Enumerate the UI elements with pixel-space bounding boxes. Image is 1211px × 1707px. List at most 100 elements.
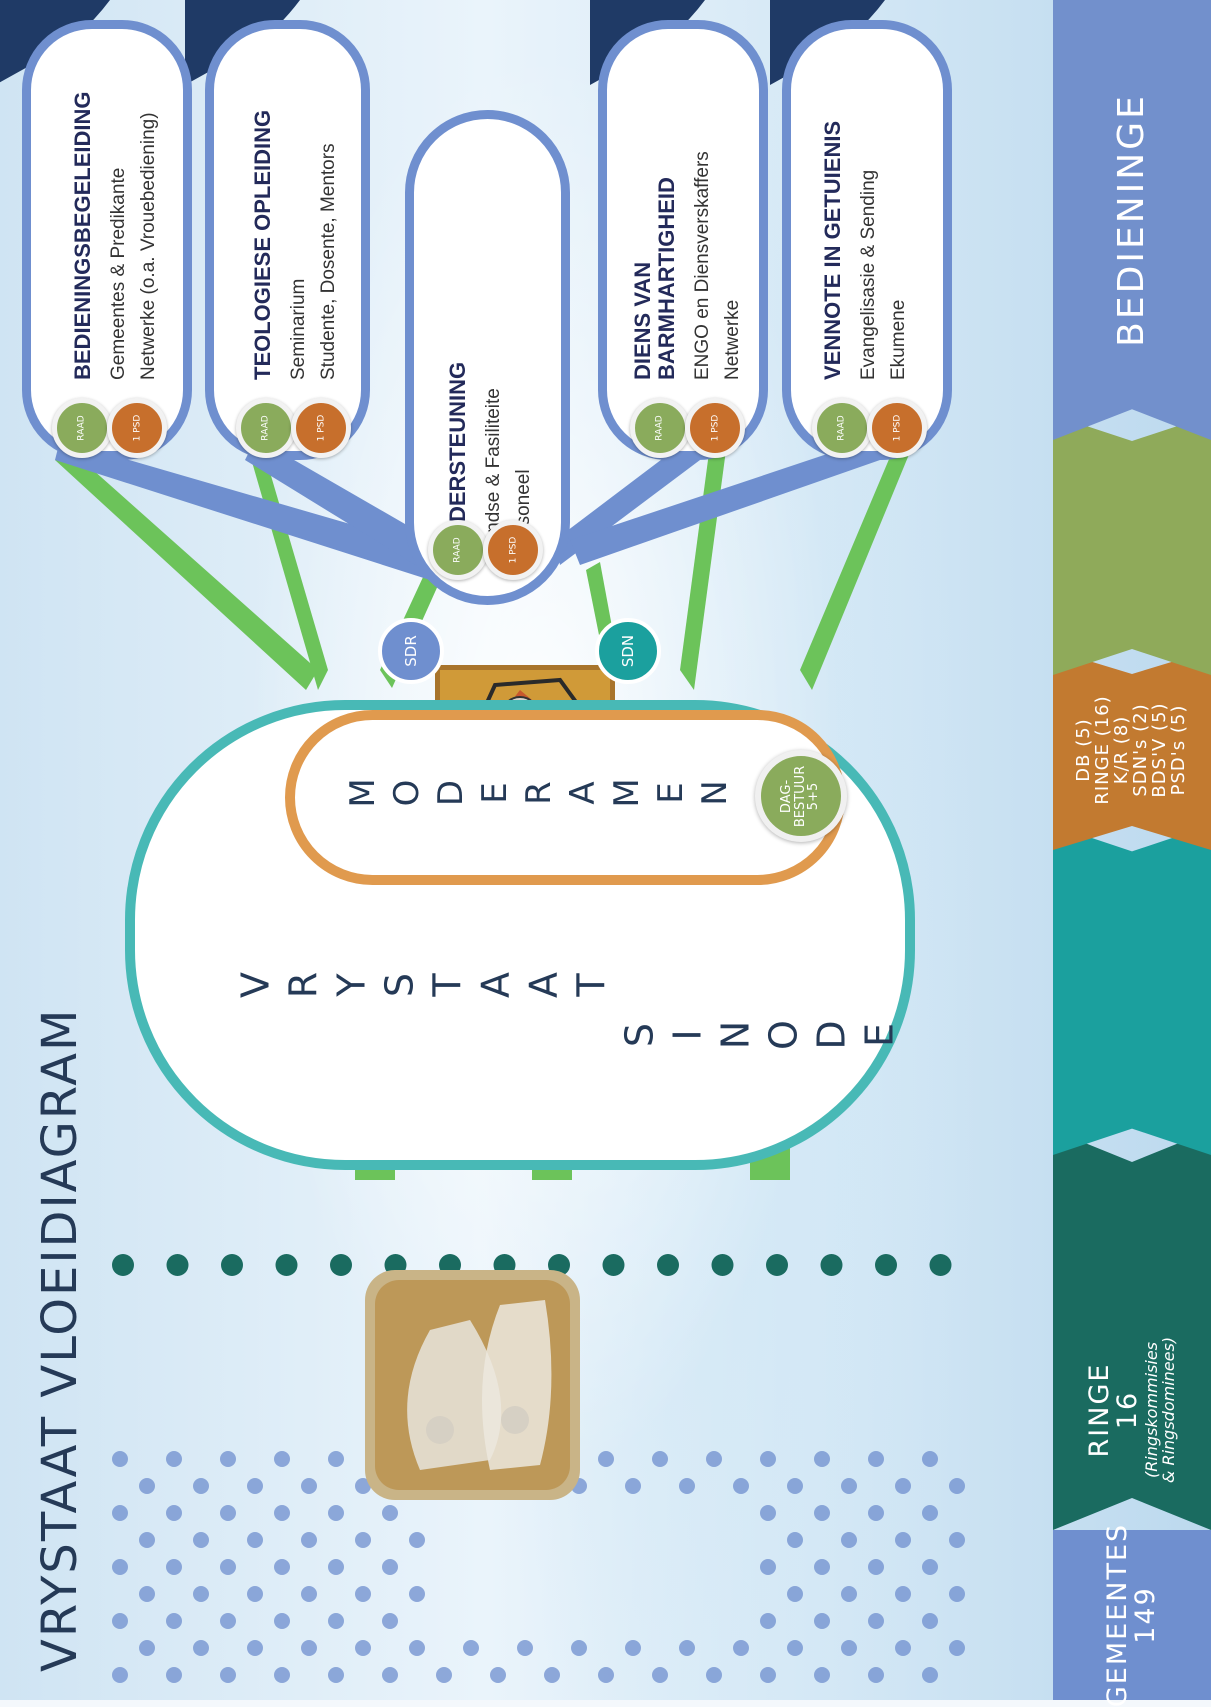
badge-label: RAAD bbox=[452, 537, 463, 563]
ministry-line-2: Netwerke bbox=[722, 300, 743, 380]
gemeente-dot bbox=[949, 1532, 965, 1548]
ring-dot bbox=[275, 1254, 298, 1276]
sinode-letter: T bbox=[569, 973, 613, 998]
gemeente-dot bbox=[409, 1640, 425, 1656]
gemeente-dot bbox=[814, 1451, 830, 1467]
ministry-heading: VENNOTE IN GETUIENIS bbox=[820, 121, 845, 380]
gemeente-dot bbox=[922, 1667, 938, 1683]
gemeente-dot bbox=[382, 1559, 398, 1575]
gemeente-dot bbox=[301, 1478, 317, 1494]
sinode-letter: D bbox=[809, 1020, 853, 1049]
gemeente-dot bbox=[895, 1532, 911, 1548]
gemeente-dot bbox=[139, 1640, 155, 1656]
gemeentes-artwork bbox=[365, 1270, 580, 1500]
gemeente-dot bbox=[328, 1559, 344, 1575]
gemeente-dot bbox=[328, 1613, 344, 1629]
gemeente-dot bbox=[220, 1613, 236, 1629]
sdr-circle-label: SDR bbox=[402, 635, 420, 667]
sinode-letter: E bbox=[857, 1023, 901, 1047]
gemeente-dot bbox=[868, 1667, 884, 1683]
badge-label: RAAD bbox=[76, 415, 87, 441]
gemeente-dot bbox=[814, 1505, 830, 1521]
ministry-line-2: Ekumene bbox=[888, 300, 909, 380]
badge-label: 1 PSD bbox=[315, 414, 326, 442]
gemeente-dot bbox=[598, 1451, 614, 1467]
gemeente-dot bbox=[409, 1532, 425, 1548]
gemeente-dot bbox=[328, 1667, 344, 1683]
gemeente-dot bbox=[571, 1640, 587, 1656]
ring-dot bbox=[602, 1254, 625, 1276]
sinode-letter: S bbox=[377, 973, 421, 997]
gemeente-dot bbox=[787, 1532, 803, 1548]
gemeente-dot bbox=[193, 1532, 209, 1548]
sinode-letter: Y bbox=[329, 973, 373, 998]
gemeente-dot bbox=[652, 1451, 668, 1467]
sinode-letter: N bbox=[713, 1021, 757, 1049]
gemeente-dot bbox=[166, 1613, 182, 1629]
blue-connectors bbox=[55, 438, 880, 580]
sinode-letter: S bbox=[617, 1023, 661, 1047]
sinode-letter: V bbox=[233, 972, 277, 998]
gemeente-dot bbox=[220, 1451, 236, 1467]
gemeente-dot bbox=[544, 1667, 560, 1683]
gemeente-dot bbox=[355, 1532, 371, 1548]
gemeente-dot bbox=[760, 1613, 776, 1629]
moderamen-letter: N bbox=[695, 780, 735, 805]
psd-badge: 1 PSD bbox=[107, 398, 167, 458]
moderamen-letter: A bbox=[563, 781, 603, 804]
gemeente-dot bbox=[706, 1451, 722, 1467]
gemeente-dot bbox=[247, 1478, 263, 1494]
gemeente-dot bbox=[733, 1640, 749, 1656]
psd-badge: 1 PSD bbox=[483, 520, 543, 580]
gemeente-dot bbox=[949, 1640, 965, 1656]
raad-badge: RAAD bbox=[812, 398, 872, 458]
ministry-line-1: Fondse & Fasiliteite bbox=[483, 388, 504, 555]
moderamen-letter: E bbox=[475, 782, 515, 803]
gemeente-dot bbox=[355, 1640, 371, 1656]
gemeente-dot bbox=[490, 1667, 506, 1683]
gemeente-dot bbox=[220, 1667, 236, 1683]
gemeente-dot bbox=[517, 1640, 533, 1656]
gemeente-dot bbox=[139, 1532, 155, 1548]
badge-label: 1 PSD bbox=[891, 414, 902, 442]
gemeente-dot bbox=[841, 1640, 857, 1656]
gemeente-dot bbox=[787, 1478, 803, 1494]
gemeente-dot bbox=[166, 1559, 182, 1575]
sinode-letter: T bbox=[425, 973, 469, 998]
gemeente-dot bbox=[652, 1667, 668, 1683]
raad-badge: RAAD bbox=[428, 520, 488, 580]
moderamen-letter: E bbox=[651, 782, 691, 803]
psd-badge: 1 PSD bbox=[291, 398, 351, 458]
gemeente-dot bbox=[814, 1559, 830, 1575]
gemeente-dot bbox=[598, 1667, 614, 1683]
gemeente-dot bbox=[760, 1559, 776, 1575]
gemeente-dot bbox=[112, 1505, 128, 1521]
gemeente-dot bbox=[112, 1559, 128, 1575]
gemeente-dot bbox=[760, 1451, 776, 1467]
gemeente-dot bbox=[382, 1667, 398, 1683]
gemeente-dot bbox=[949, 1478, 965, 1494]
gemeente-dot bbox=[328, 1505, 344, 1521]
gemeente-dot bbox=[220, 1505, 236, 1521]
gemeente-dot bbox=[382, 1613, 398, 1629]
gemeente-dot bbox=[868, 1559, 884, 1575]
gemeente-dot bbox=[895, 1586, 911, 1602]
sinode-letter: R bbox=[281, 972, 325, 998]
gemeente-dot bbox=[166, 1667, 182, 1683]
badge-label: RAAD bbox=[654, 415, 665, 441]
ministry-line-1: Gemeentes & Predikante bbox=[108, 168, 129, 380]
sinode-letter: I bbox=[665, 1029, 709, 1040]
ring-dot bbox=[221, 1254, 243, 1276]
gemeente-dot bbox=[436, 1667, 452, 1683]
gemeente-dot bbox=[274, 1451, 290, 1467]
ministry-heading: BEDIENINGSBEGELEIDING bbox=[70, 92, 95, 380]
gemeente-dot bbox=[733, 1478, 749, 1494]
ministry-heading-1: DIENS VAN bbox=[630, 262, 655, 380]
gemeente-dot bbox=[166, 1505, 182, 1521]
sinode-letter: O bbox=[761, 1020, 805, 1050]
gemeente-dot bbox=[868, 1505, 884, 1521]
sdr-circle: SDR bbox=[378, 618, 444, 684]
gemeente-dot bbox=[274, 1613, 290, 1629]
